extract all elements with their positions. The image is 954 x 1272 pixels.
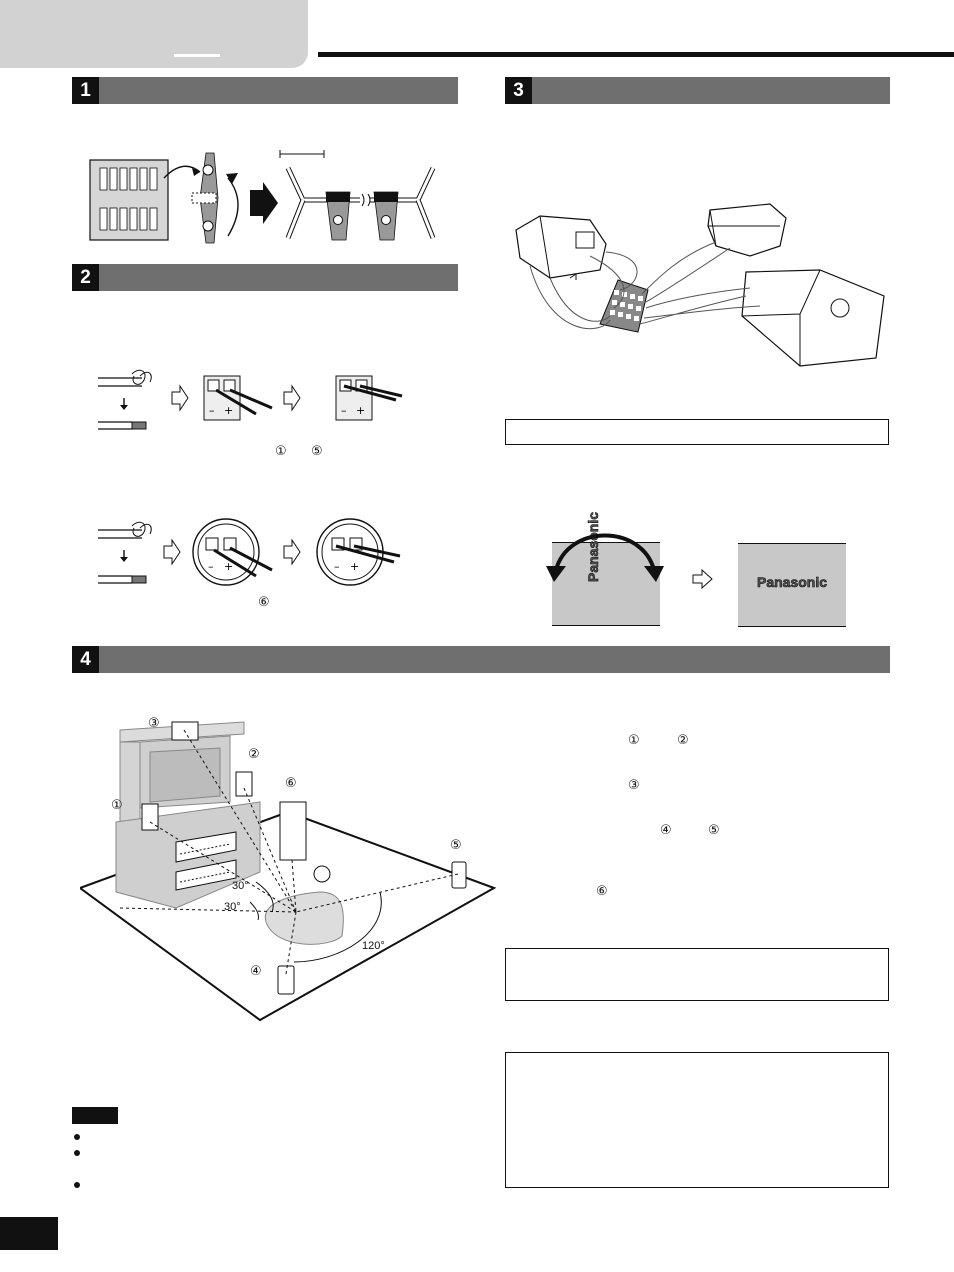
note-box-medium	[505, 948, 889, 1001]
speaker-label-4: ④	[250, 964, 262, 979]
text-ref-5: ⑤	[708, 823, 720, 838]
section-1-header: 1	[72, 77, 458, 104]
wiring-steps-row-2: – + – +	[98, 518, 401, 586]
note-box-large	[505, 1052, 889, 1188]
text-ref-2: ②	[677, 733, 689, 748]
svg-text:+: +	[224, 560, 233, 573]
header-rule	[318, 52, 954, 57]
svg-text:+: +	[350, 560, 359, 573]
text-ref-3: ③	[628, 778, 640, 793]
note-box-small	[505, 419, 889, 445]
step-ref-1: ①	[275, 444, 287, 459]
svg-text:+: +	[224, 404, 233, 417]
logo-panel-horizontal	[738, 543, 846, 627]
speaker-label-2: ②	[248, 747, 260, 762]
section-2-number: 2	[72, 264, 99, 291]
step-ref-6: ⑥	[258, 595, 270, 610]
section-4-header: 4	[72, 646, 890, 673]
svg-text:–: –	[209, 404, 215, 417]
speaker-placement-diagram	[80, 721, 496, 1022]
svg-text:–: –	[208, 560, 214, 573]
text-ref-4: ④	[660, 823, 672, 838]
note-bullet-2	[74, 1150, 80, 1156]
next-step-arrow-icon	[692, 569, 713, 589]
label-sheet-illustration	[89, 150, 436, 244]
logo-text-horizontal: Panasonic	[756, 574, 828, 591]
rotate-arrow-icon	[546, 533, 664, 582]
speaker-label-3: ③	[148, 716, 160, 731]
svg-text:+: +	[356, 404, 365, 417]
note-bullet-3	[74, 1182, 80, 1188]
speaker-label-5: ⑤	[450, 838, 462, 853]
section-4-number: 4	[72, 646, 99, 673]
svg-text:–: –	[341, 404, 347, 417]
section-3-number: 3	[505, 77, 532, 104]
text-ref-6: ⑥	[596, 884, 608, 899]
text-ref-1: ①	[628, 733, 640, 748]
page-number-tab	[0, 1217, 58, 1250]
note-tag	[72, 1107, 118, 1124]
speaker-labeling-illustration	[515, 203, 885, 367]
svg-text:–: –	[334, 560, 340, 573]
angle-label-c: 120°	[362, 940, 385, 952]
page-header-tab	[0, 0, 308, 68]
header-tab-underline	[174, 54, 220, 57]
angle-label-a: 30°	[232, 880, 249, 892]
wiring-steps-row-1: – + – +	[98, 369, 403, 430]
speaker-label-6: ⑥	[285, 776, 297, 791]
section-3-header: 3	[505, 77, 890, 104]
section-1-number: 1	[72, 77, 99, 104]
note-bullet-1	[74, 1134, 80, 1140]
speaker-label-1: ①	[111, 798, 123, 813]
angle-label-b: 30°	[224, 901, 241, 913]
step-ref-5: ⑤	[311, 444, 323, 459]
logo-panel-vertical	[552, 542, 660, 626]
section-2-header: 2	[72, 264, 458, 291]
